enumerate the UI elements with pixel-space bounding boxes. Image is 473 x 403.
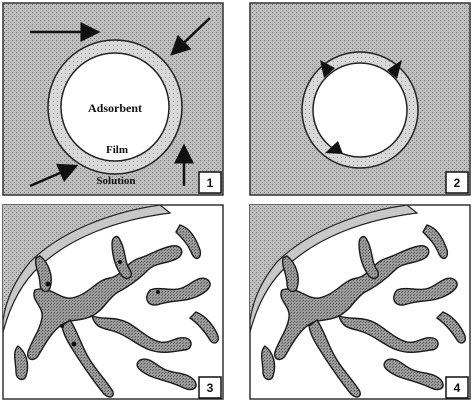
solution-label: Solution — [96, 175, 135, 187]
adsorbent-particle — [313, 63, 407, 157]
panel-1: Adsorbent Film Solution 1 — [3, 3, 223, 195]
panel-number: 2 — [454, 176, 461, 190]
panel-2: 2 — [250, 3, 470, 195]
panel-number: 1 — [207, 176, 214, 190]
adsorbent-label: Adsorbent — [88, 101, 142, 115]
panel-4: 4 — [250, 205, 470, 399]
film-label: Film — [106, 144, 128, 156]
panel-number: 3 — [207, 381, 214, 395]
panel-3: 3 — [3, 205, 223, 399]
panel-number: 4 — [454, 381, 461, 395]
